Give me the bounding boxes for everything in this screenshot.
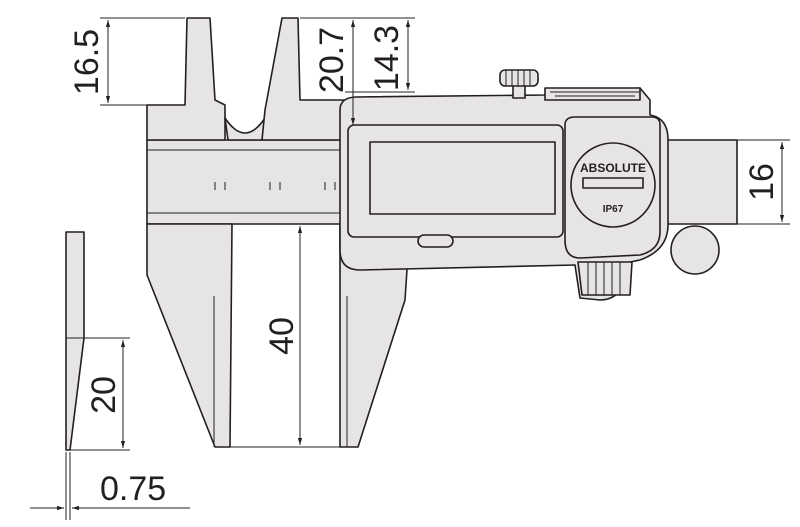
dim-20-7: 20.7	[313, 27, 351, 93]
lcd-display	[369, 141, 556, 215]
jaw-side-view	[65, 231, 85, 451]
lock-screw[interactable]	[499, 69, 539, 99]
thumb-roller[interactable]	[670, 225, 720, 275]
thumb-grip[interactable]	[577, 261, 633, 296]
ip-rating: IP67	[603, 204, 624, 215]
dim-16-5: 16.5	[68, 29, 106, 95]
slider-top-ridge	[544, 87, 641, 101]
dim-40: 40	[263, 317, 301, 355]
origin-button[interactable]	[417, 234, 454, 248]
dim-20: 20	[85, 376, 123, 414]
dim-14-3: 14.3	[368, 25, 406, 91]
brand-logo: ABSOLUTE	[580, 161, 646, 175]
dim-0-75: 0.75	[100, 470, 166, 508]
fixed-jaw	[146, 17, 266, 448]
dimension-lines	[30, 17, 790, 520]
logo-badge: ABSOLUTE IP67	[570, 142, 656, 228]
moving-jaw	[261, 17, 411, 448]
dim-16: 16	[743, 163, 781, 201]
